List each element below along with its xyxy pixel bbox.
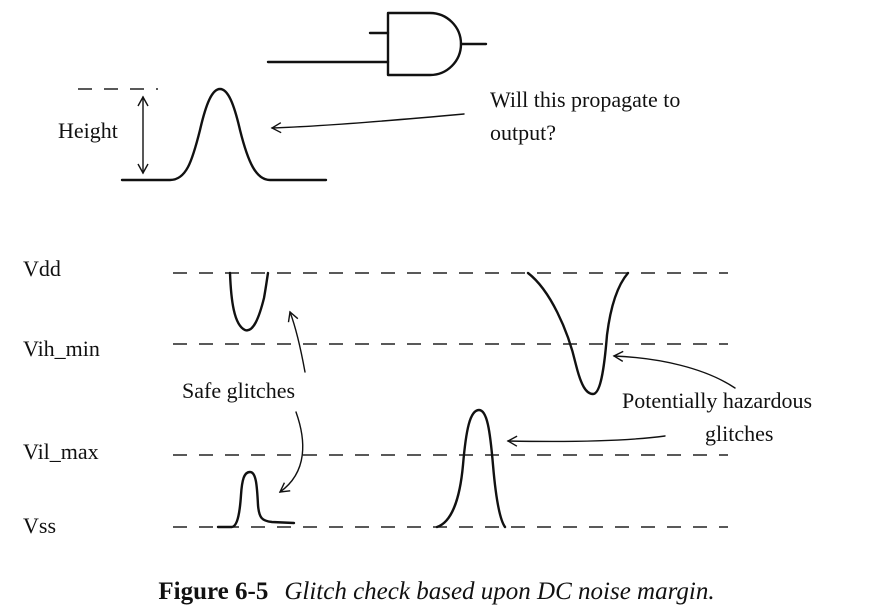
figure-caption-text: Glitch check based upon DC noise margin. xyxy=(284,578,715,605)
hazard-label-line-2: glitches xyxy=(705,421,773,446)
hazard-label-line-1: Potentially hazardous xyxy=(622,388,812,413)
level-label-vil-max: Vil_max xyxy=(23,439,99,464)
hazard-arrow-lower xyxy=(506,435,666,447)
figure-caption: Figure 6-5 Glitch check based upon DC noi… xyxy=(0,578,873,606)
question-line-1: Will this propagate to xyxy=(490,87,680,112)
question-line-2: output? xyxy=(490,120,556,145)
hazard-glitch-vdd xyxy=(526,271,630,396)
safe-glitch-vdd xyxy=(228,271,270,332)
hazard-arrow-upper xyxy=(612,350,736,389)
level-label-vss: Vss xyxy=(23,513,56,538)
figure-number: Figure 6-5 xyxy=(158,578,269,605)
safe-arrow-up xyxy=(287,310,306,373)
safe-glitches-label: Safe glitches xyxy=(182,378,295,403)
and-gate xyxy=(266,11,488,77)
safe-arrow-down xyxy=(278,411,304,493)
height-pulse-waveform xyxy=(78,87,328,182)
hazard-glitch-vss xyxy=(435,408,507,529)
safe-glitch-vss xyxy=(216,470,296,529)
level-label-vdd: Vdd xyxy=(23,256,61,281)
level-label-vih-min: Vih_min xyxy=(23,336,100,361)
height-label: Height xyxy=(58,118,118,143)
question-arrow xyxy=(270,113,465,134)
